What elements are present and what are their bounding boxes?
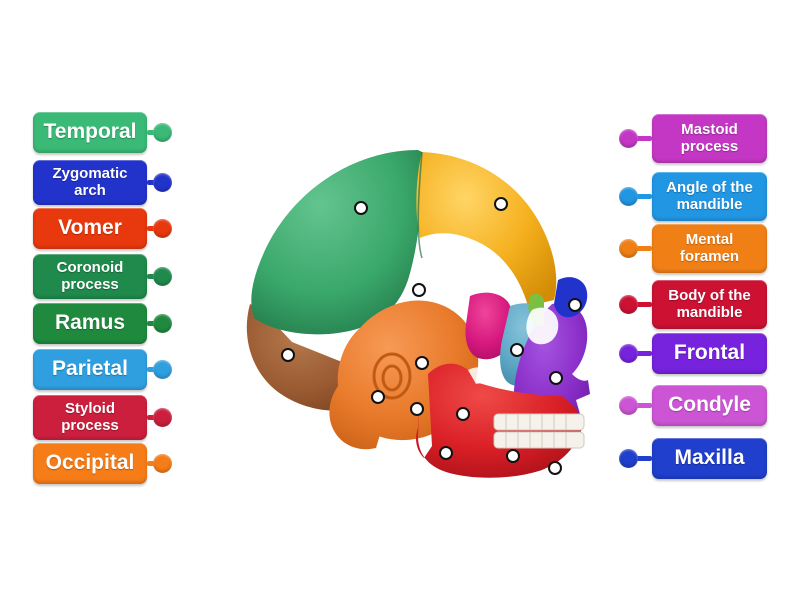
connector-line-frontal: [628, 351, 652, 356]
skull-region-occipital: [246, 304, 362, 411]
skull-region-parietal: [251, 150, 423, 335]
label-chip-parietal[interactable]: Parietal: [33, 349, 147, 390]
marker-parietal[interactable]: [354, 201, 368, 215]
connector-dot-vomer[interactable]: [153, 219, 172, 238]
label-chip-vomer[interactable]: Vomer: [33, 208, 147, 249]
marker-maxilla[interactable]: [549, 371, 563, 385]
label-chip-text: Vomer: [58, 216, 122, 240]
connector-line-mastoid-process: [628, 136, 652, 141]
connector-dot-frontal[interactable]: [619, 344, 638, 363]
connector-dot-mental-foramen[interactable]: [619, 239, 638, 258]
label-chip-text: Condyle: [668, 393, 751, 417]
connector-line-mental-foramen: [628, 246, 652, 251]
connector-dot-zygomatic-arch[interactable]: [153, 173, 172, 192]
skull-region-frontal: [416, 152, 557, 306]
label-chip-text: Frontal: [673, 341, 746, 365]
marker-body-of-mandible[interactable]: [506, 449, 520, 463]
skull-sutures: [417, 151, 423, 259]
connector-line-body-of-the-mandible: [628, 302, 652, 307]
marker-temporal[interactable]: [412, 283, 426, 297]
connector-dot-styloid-process[interactable]: [153, 408, 172, 427]
connector-dot-occipital[interactable]: [153, 454, 172, 473]
marker-occipital[interactable]: [281, 348, 295, 362]
skull-region-nasal: [554, 277, 588, 318]
skull-illustration: [232, 128, 604, 488]
marker-sphenoid[interactable]: [510, 343, 524, 357]
label-chip-occipital[interactable]: Occipital: [33, 443, 147, 484]
connector-dot-temporal[interactable]: [153, 123, 172, 142]
label-chip-text: Parietal: [52, 357, 128, 381]
label-chip-frontal[interactable]: Frontal: [652, 333, 767, 374]
connector-dot-body-of-the-mandible[interactable]: [619, 295, 638, 314]
marker-styloid-process[interactable]: [410, 402, 424, 416]
label-chip-text: Ramus: [54, 311, 126, 335]
skull-ear-canal: [372, 352, 412, 400]
connector-dot-coronoid-process[interactable]: [153, 267, 172, 286]
marker-mastoid-process[interactable]: [371, 390, 385, 404]
connector-line-maxilla: [628, 456, 652, 461]
label-chip-ramus[interactable]: Ramus: [33, 303, 147, 344]
connector-dot-mastoid-process[interactable]: [619, 129, 638, 148]
skull-teeth: [493, 413, 585, 449]
marker-coronoid-process[interactable]: [456, 407, 470, 421]
label-chip-condyle[interactable]: Condyle: [652, 385, 767, 426]
connector-dot-angle-of-the-mandible[interactable]: [619, 187, 638, 206]
marker-mental-foramen[interactable]: [548, 461, 562, 475]
connector-dot-maxilla[interactable]: [619, 449, 638, 468]
label-chip-temporal[interactable]: Temporal: [33, 112, 147, 153]
connector-dot-parietal[interactable]: [153, 360, 172, 379]
label-chip-maxilla[interactable]: Maxilla: [652, 438, 767, 479]
label-chip-text: Occipital: [45, 451, 135, 475]
marker-frontal[interactable]: [494, 197, 508, 211]
marker-zygomatic-arch[interactable]: [415, 356, 429, 370]
skull-orbit: [526, 307, 559, 345]
label-chip-text: Temporal: [43, 120, 137, 144]
connector-dot-condyle[interactable]: [619, 396, 638, 415]
skull-mandible-notch: [468, 367, 498, 384]
marker-angle-of-mandible[interactable]: [439, 446, 453, 460]
marker-nasal-bridge[interactable]: [568, 298, 582, 312]
connector-dot-ramus[interactable]: [153, 314, 172, 333]
connector-line-condyle: [628, 403, 652, 408]
label-chip-text: Maxilla: [674, 446, 745, 470]
connector-line-angle-of-the-mandible: [628, 194, 652, 199]
